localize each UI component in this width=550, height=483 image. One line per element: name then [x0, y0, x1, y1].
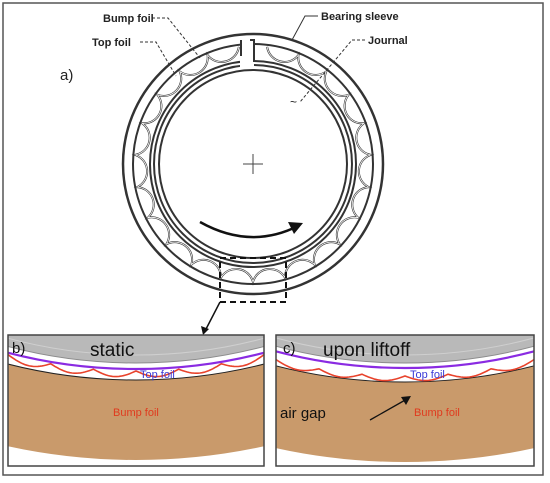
leader-lines — [140, 15, 365, 103]
static-label: static — [90, 340, 134, 361]
air-gap-arrow-line — [369, 398, 408, 421]
journal-label: Journal — [368, 35, 408, 47]
journal-leader — [299, 39, 365, 103]
journal-edge-c — [276, 365, 534, 383]
rotation-arrow — [199, 220, 299, 239]
panel-c-content — [0, 0, 550, 462]
foil-ends — [240, 39, 255, 62]
journal-section-b — [8, 363, 264, 460]
bearing-sleeve-leader — [291, 15, 318, 41]
panel-b-label: b) — [12, 340, 25, 357]
foil-end-gap — [240, 36, 254, 68]
panel-c-label: c) — [283, 340, 296, 357]
bump-foil-label-c: Bump foil — [414, 407, 460, 419]
upon-liftoff-label: upon liftoff — [323, 340, 411, 361]
panel-a-label: a) — [60, 67, 73, 84]
zoom-pointer-head — [201, 326, 209, 335]
sleeve-section-b — [8, 335, 264, 363]
sleeve-highlight-c — [276, 337, 534, 356]
panel-b-content — [8, 335, 264, 460]
bump-foil-label-b: Bump foil — [113, 407, 159, 419]
top-foil-leader — [140, 41, 177, 77]
bump-foil-corrugation-inner — [133, 46, 373, 284]
top-foil-line-b — [8, 351, 264, 370]
air-gap-band — [0, 0, 550, 374]
panel-c-border — [275, 334, 535, 467]
bearing-cross-section — [121, 32, 385, 335]
journal-marker: ~ — [290, 95, 297, 109]
sleeve-section-c — [276, 335, 534, 363]
air-gap-arrowhead — [401, 396, 411, 405]
bump-foil-line-c — [276, 358, 534, 382]
bump-foil-ring — [131, 46, 375, 286]
zoom-box — [219, 257, 287, 303]
panel-c-liftoff: c) upon liftoff Top foil Bump foil air g… — [0, 0, 550, 467]
top-foil-label: Top foil — [92, 37, 131, 49]
sleeve-edge-b — [8, 345, 264, 364]
journal-section-c — [276, 365, 534, 462]
sleeve-highlight-b — [8, 337, 264, 356]
figure-border — [2, 2, 544, 476]
bump-foil-line-b — [8, 354, 264, 378]
sleeve-edge-c — [276, 345, 534, 364]
bump-foil-leader — [152, 17, 201, 59]
bearing-sleeve-label: Bearing sleeve — [321, 11, 399, 23]
top-foil-label-b: Top foil — [140, 369, 175, 381]
zoom-pointer-line — [204, 301, 221, 332]
air-gap-label: air gap — [280, 405, 326, 422]
top-foil-line-c — [276, 350, 534, 369]
panel-b-static: b) static Top foil Bump foil — [7, 334, 265, 467]
top-foil-label-c: Top foil — [410, 369, 445, 381]
panel-b-border — [7, 334, 265, 467]
rotation-arrowhead — [288, 222, 303, 234]
journal-edge-b — [8, 363, 264, 381]
bump-foil-label: Bump foil — [103, 13, 154, 25]
